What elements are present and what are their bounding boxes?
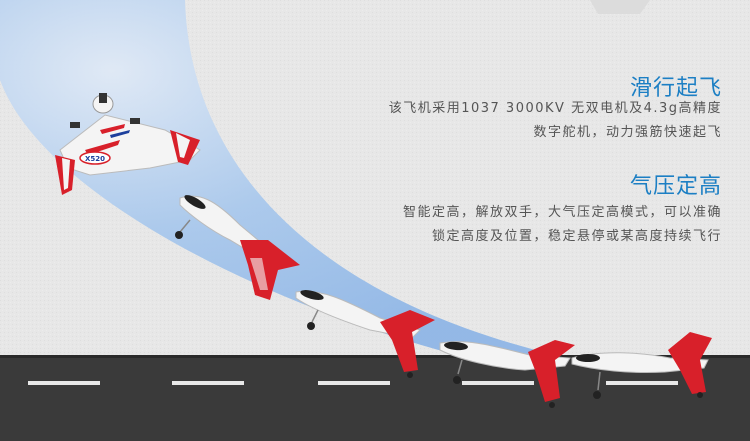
plane-taxi — [571, 332, 712, 399]
section-title-taxi-takeoff: 滑行起飞 — [629, 76, 722, 101]
body-line: 智能定高，解放双手，大气压定高模式，可以准确 — [402, 205, 722, 220]
body-line: 数字舵机，动力强筋快速起飞 — [533, 125, 722, 140]
runway-markings — [28, 381, 678, 385]
corner-decoration — [590, 0, 650, 14]
plane-climb-1 — [175, 195, 300, 300]
plane-logo: X520 — [85, 155, 105, 163]
body-line: 该飞机采用1037 3000KV 无双电机及4.3g高精度 — [388, 101, 722, 116]
plane-hover: X520 — [55, 93, 201, 195]
body-line: 锁定高度及位置，稳定悬停或某高度持续飞行 — [431, 229, 722, 244]
section-body-altitude-hold: 智能定高，解放双手，大气压定高模式，可以准确 锁定高度及位置，稳定悬停或某高度持… — [403, 201, 722, 249]
sky-band — [0, 0, 560, 356]
plane-takeoff — [439, 340, 575, 408]
section-title-altitude-hold: 气压定高 — [629, 174, 722, 199]
plane-climb-2 — [295, 290, 435, 378]
section-body-taxi-takeoff: 该飞机采用1037 3000KV 无双电机及4.3g高精度 数字舵机，动力强筋快… — [389, 97, 722, 145]
